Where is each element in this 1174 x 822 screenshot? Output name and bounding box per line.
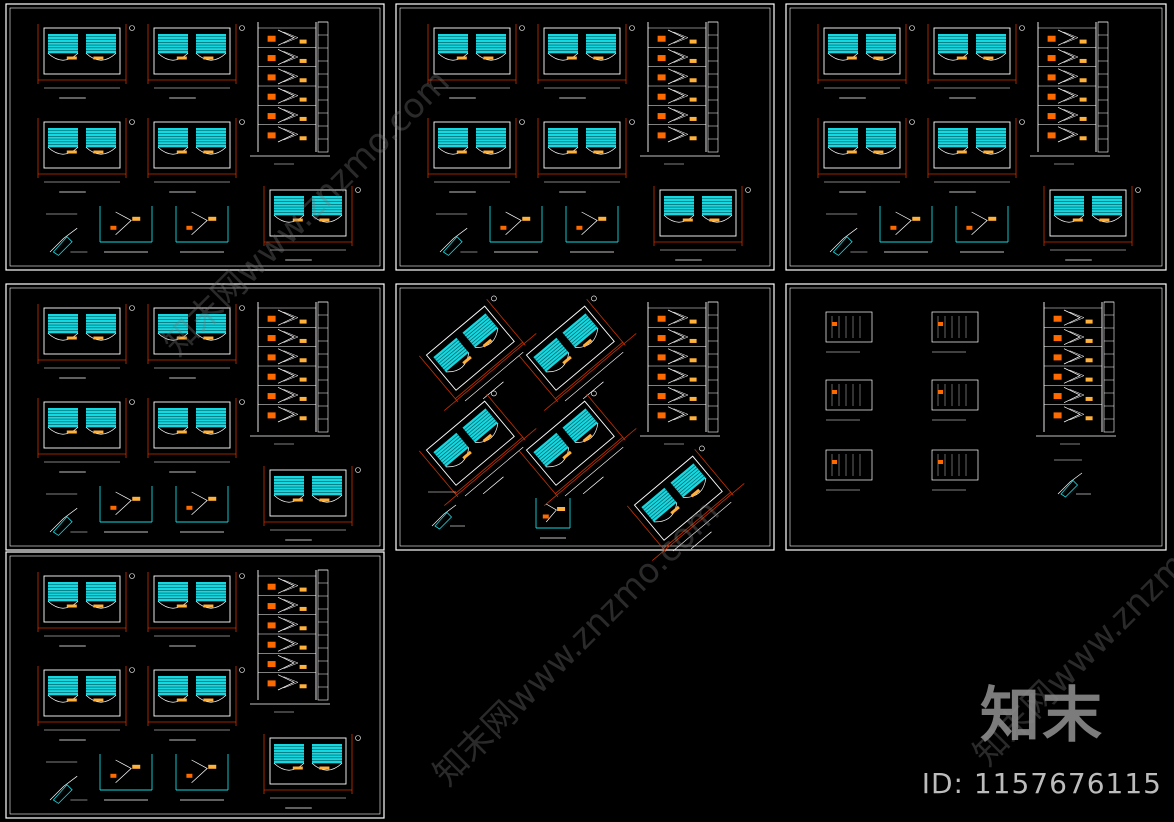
drawing-sheet-6 bbox=[785, 283, 1167, 551]
drawing-sheet-5 bbox=[395, 283, 775, 561]
watermark-id: ID: 1157676115 bbox=[921, 767, 1162, 800]
rotated-stair-plan bbox=[518, 295, 637, 411]
drawing-sheet-7 bbox=[5, 551, 385, 819]
rotated-stair-plan bbox=[418, 295, 537, 411]
rotated-stair-plan bbox=[626, 445, 745, 561]
drawing-sheet-3 bbox=[785, 3, 1167, 271]
rotated-stair-plan bbox=[418, 390, 537, 506]
drawing-sheet-2 bbox=[395, 3, 775, 271]
drawing-sheet-4 bbox=[5, 283, 385, 551]
watermark-logo: 知末 bbox=[980, 681, 1104, 751]
drawing-sheet-1 bbox=[5, 3, 385, 271]
rotated-stair-plan bbox=[518, 390, 637, 506]
